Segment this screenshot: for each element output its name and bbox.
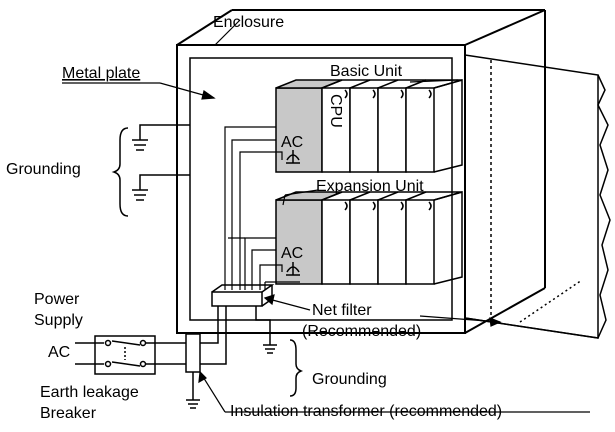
power-supply-label-1: Power xyxy=(34,291,80,308)
insulation-transformer-label: Insulation transformer (recommended) xyxy=(230,403,502,420)
insulation-transformer xyxy=(185,333,201,373)
internal-wiring xyxy=(224,126,300,290)
basic-unit xyxy=(275,79,463,173)
expansion-unit-label: Expansion Unit xyxy=(316,178,424,195)
left-grounding-wires xyxy=(111,124,190,217)
power-ac-label: AC xyxy=(48,344,70,361)
cpu-label: CPU xyxy=(327,94,344,128)
metal-plate-label: Metal plate xyxy=(62,65,140,82)
grounding-bottom-label: Grounding xyxy=(312,371,387,388)
ac-expansion-label: AC xyxy=(281,245,303,262)
enclosure xyxy=(176,9,546,334)
metal-plate xyxy=(189,57,453,321)
enclosure-door xyxy=(464,54,611,339)
power-wiring xyxy=(75,306,304,409)
net-filter xyxy=(211,284,275,307)
recommended-label: (Recommended) xyxy=(302,323,421,340)
grounding-left-label: Grounding xyxy=(6,161,81,178)
ac-basic-label: AC xyxy=(281,134,303,151)
expansion-unit xyxy=(275,191,463,285)
earth-leakage-label-2: Breaker xyxy=(40,405,97,422)
basic-unit-label: Basic Unit xyxy=(330,63,403,80)
enclosure-label: Enclosure xyxy=(213,14,284,31)
power-supply-label-2: Supply xyxy=(34,312,83,329)
leader-lines xyxy=(62,19,590,413)
earth-leakage-label-1: Earth leakage xyxy=(40,384,139,401)
net-filter-label: Net filter xyxy=(312,302,372,319)
